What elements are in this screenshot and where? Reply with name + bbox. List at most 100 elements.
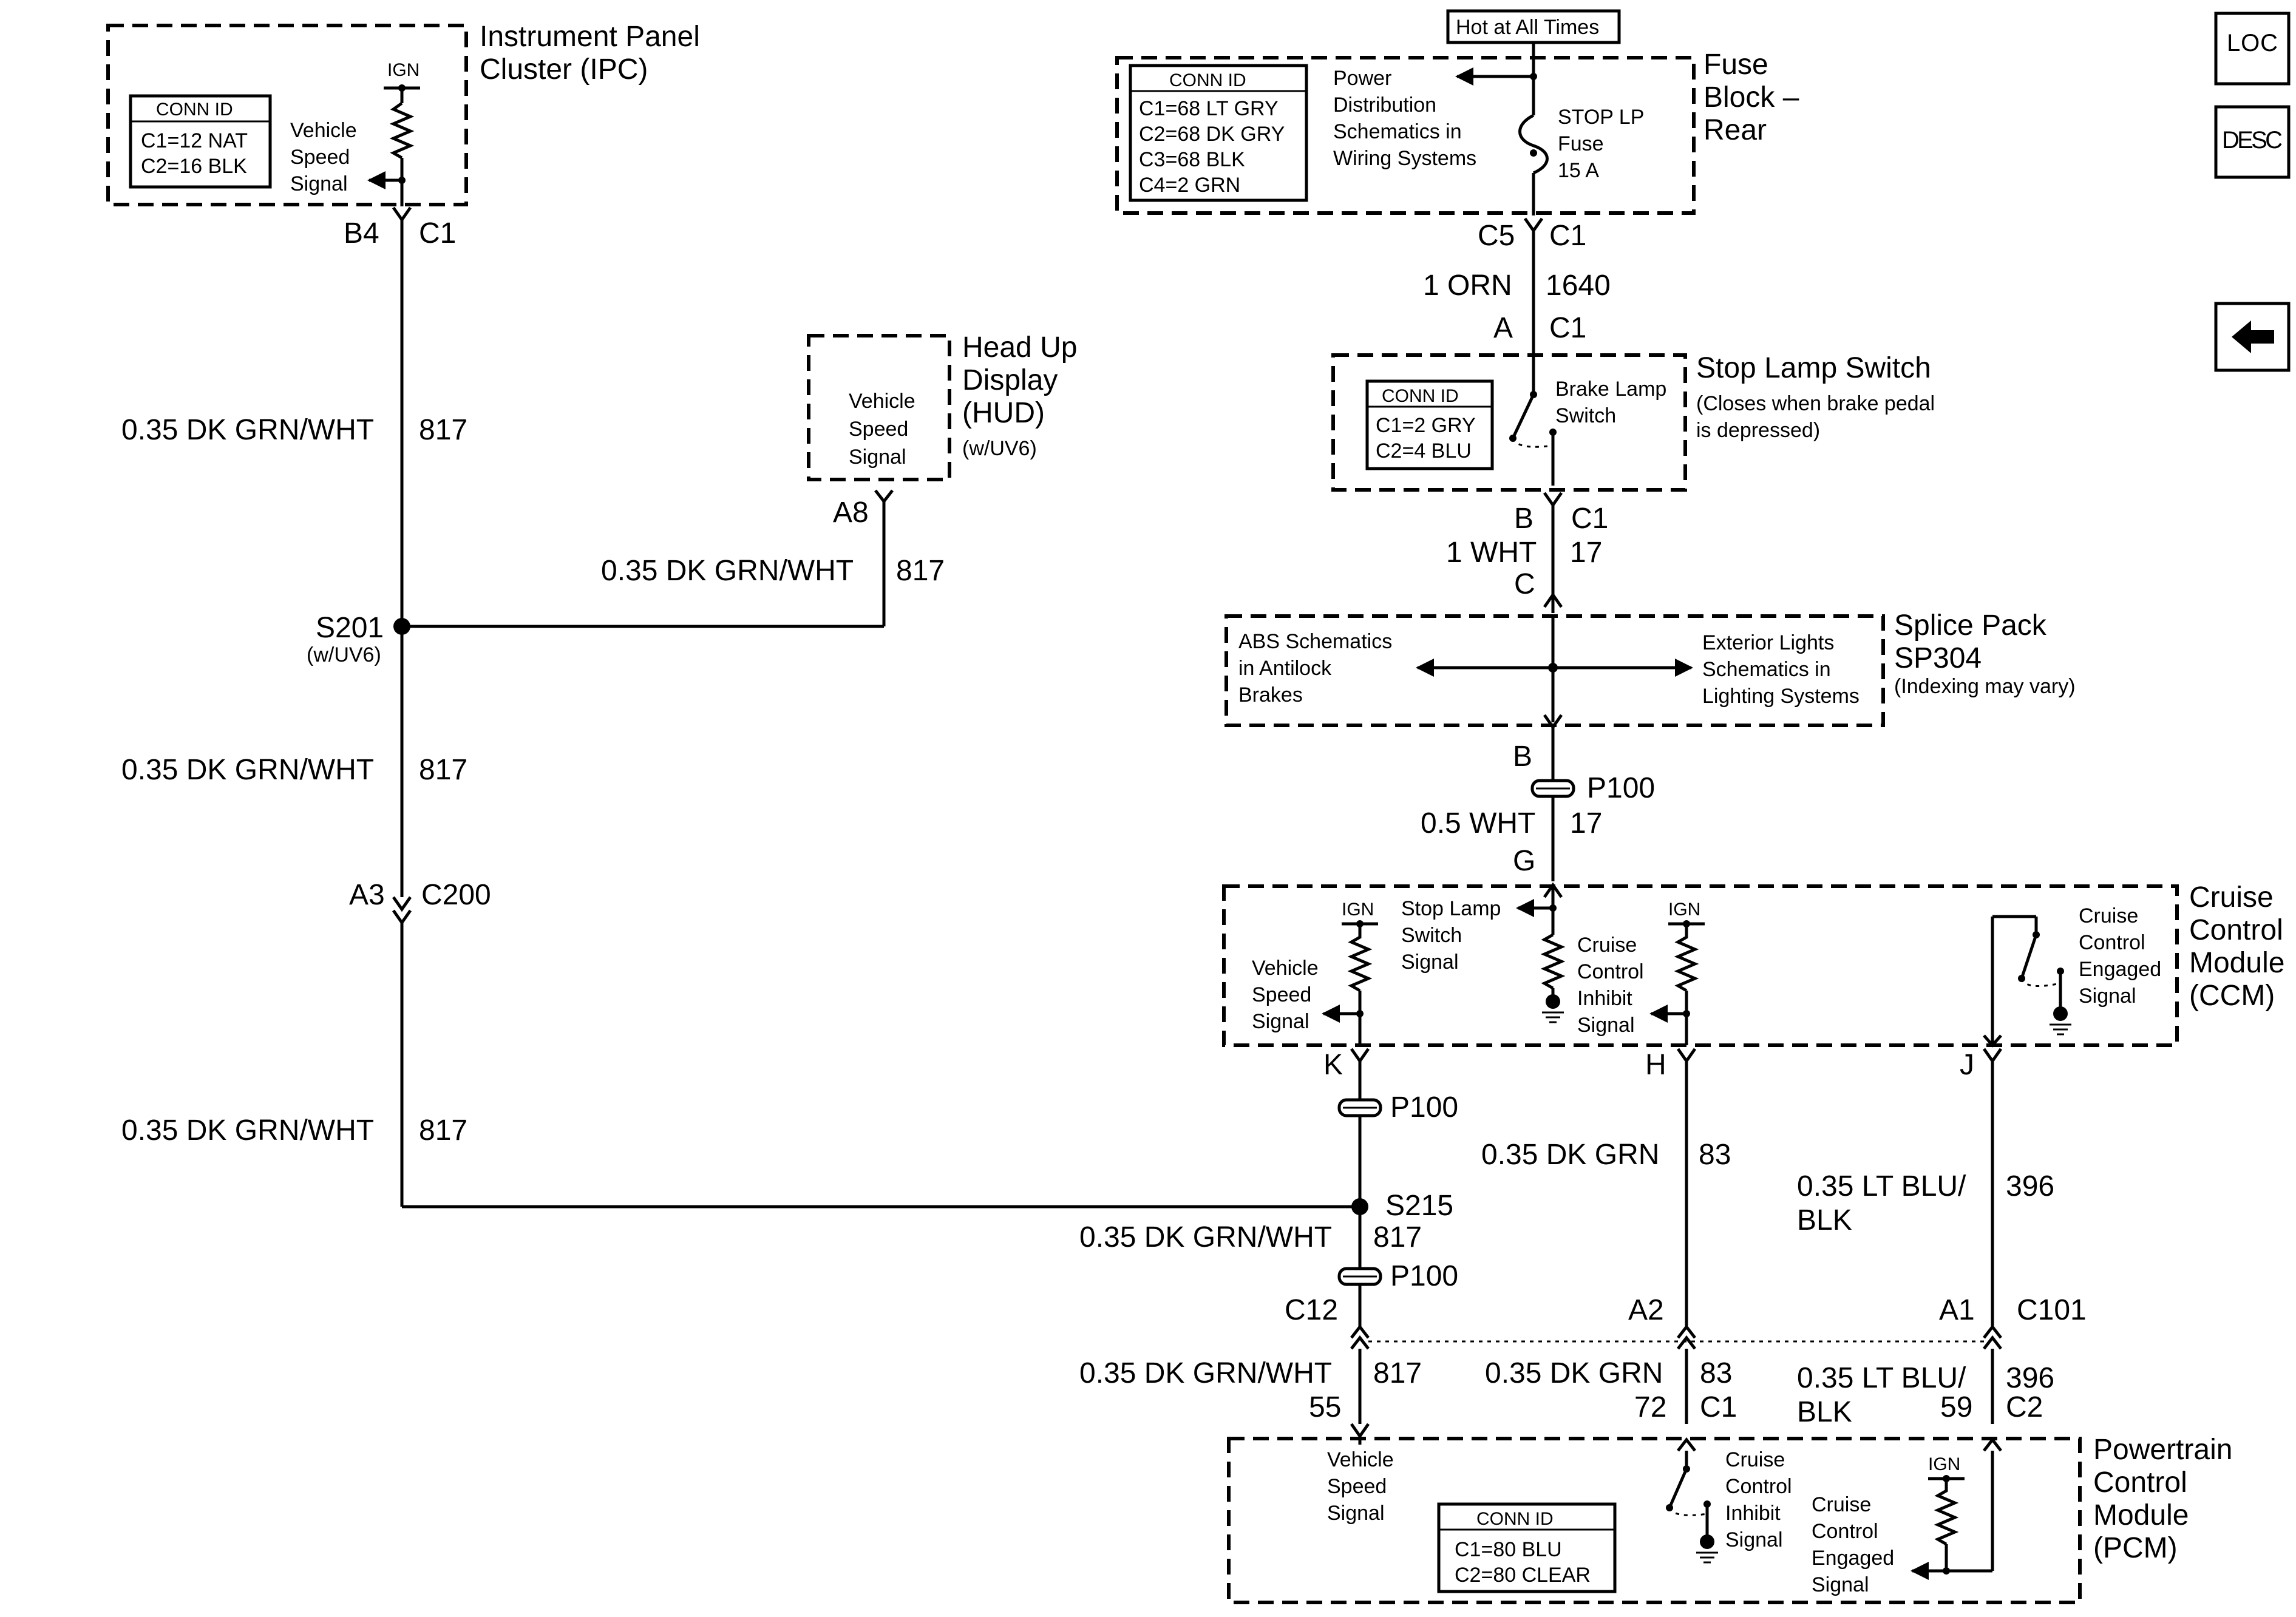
p100-connector-lower xyxy=(1337,1267,1382,1286)
pcm-cci-line2: Control xyxy=(1725,1475,1792,1498)
back-button[interactable] xyxy=(2214,302,2291,372)
abs-ref-line2: in Antilock xyxy=(1238,657,1332,680)
wire-83-pcm-circuit: 83 xyxy=(1700,1357,1732,1389)
pcm-conn-c1: C1=80 BLU xyxy=(1455,1538,1562,1561)
pd-schematic-ref-line2: Distribution xyxy=(1333,93,1436,117)
splice-s215 xyxy=(1351,1198,1368,1215)
fuse-block-title-line3: Rear xyxy=(1703,114,1767,146)
wire-817-d-gauge: 0.35 DK GRN/WHT xyxy=(1079,1221,1332,1253)
sls-switch-label-line1: Brake Lamp xyxy=(1555,378,1666,401)
sls-conn-top: C1 xyxy=(1549,312,1586,344)
ccm-ign-2: IGN xyxy=(1668,900,1700,920)
pcm-ground xyxy=(1700,1534,1714,1549)
pcm-cci-line3: Inhibit xyxy=(1725,1502,1781,1525)
ccm-vss-line3: Signal xyxy=(1252,1010,1309,1033)
wire-817-hud-gauge: 0.35 DK GRN/WHT xyxy=(601,555,854,587)
ccm-pin-h: H xyxy=(1645,1049,1666,1081)
pcm-cce-line2: Control xyxy=(1812,1520,1878,1543)
stop-lp-fuse xyxy=(1518,114,1549,175)
wire-817-a-gauge: 0.35 DK GRN/WHT xyxy=(121,414,374,446)
fuse-block-conn-id: CONN ID C1=68 LT GRY C2=68 DK GRY C3=68 … xyxy=(1129,64,1308,202)
pcm-title-line3: Module xyxy=(2093,1499,2189,1531)
abs-ref-line1: ABS Schematics xyxy=(1238,630,1392,653)
c101-a2-symbol xyxy=(1677,1324,1696,1350)
ccm-engaged-switch-contact xyxy=(2020,934,2038,979)
wire-396-pcm-gauge-line1: 0.35 LT BLU/ xyxy=(1797,1362,1966,1394)
ccm-cce-line2: Control xyxy=(2079,931,2145,954)
c101-a1-symbol xyxy=(1983,1324,2002,1350)
desc-button[interactable]: DESC xyxy=(2214,105,2291,179)
ccm-cci-line4: Signal xyxy=(1577,1014,1635,1037)
ccm-vss-resistor xyxy=(1347,924,1373,992)
wire-83-upper-gauge: 0.35 DK GRN xyxy=(1481,1139,1659,1171)
wire-17-lower-connector: P100 xyxy=(1587,772,1655,804)
ipc-module: Instrument Panel Cluster (IPC) CONN ID C… xyxy=(106,21,700,206)
sls-conn-id-title: CONN ID xyxy=(1382,386,1459,406)
c200-conn: C200 xyxy=(421,879,491,911)
ipc-resistor xyxy=(389,101,415,160)
sls-note-line2: is depressed) xyxy=(1696,419,1820,442)
fuse-block-title-line2: Block – xyxy=(1703,81,1799,114)
splice-pack-in-symbol xyxy=(1543,592,1563,608)
ipc-conn-c1: C1=12 NAT xyxy=(141,129,248,152)
fuse-block-conn: C1 xyxy=(1549,220,1586,252)
ipc-connector-symbol xyxy=(392,206,412,223)
ipc-signal-line3: Signal xyxy=(290,172,348,195)
fuse-label-line1: STOP LP xyxy=(1558,106,1644,129)
ipc-signal-line1: Vehicle xyxy=(290,119,357,142)
fuse-block-conn-id-title: CONN ID xyxy=(1169,70,1246,90)
ccm-h-connector-symbol xyxy=(1676,1048,1697,1064)
pcm-vss-line3: Signal xyxy=(1327,1502,1385,1525)
ccm-cce-line1: Cruise xyxy=(2079,904,2138,927)
ccm-pin-j: J xyxy=(1960,1049,1974,1081)
sls-conn-id: CONN ID C1=2 GRY C2=4 BLU xyxy=(1365,379,1494,470)
p100-k-label: P100 xyxy=(1390,1091,1458,1124)
c101-pin-c12: C12 xyxy=(1285,1294,1338,1326)
wire-817-pcm-circuit: 817 xyxy=(1373,1357,1422,1389)
sls-conn-c2: C2=4 BLU xyxy=(1376,439,1472,463)
ccm-title-line1: Cruise xyxy=(2189,881,2274,914)
ipc-signal-line2: Speed xyxy=(290,146,350,169)
wire-817-pcm-gauge: 0.35 DK GRN/WHT xyxy=(1079,1357,1332,1389)
hot-at-all-times-label: Hot at All Times xyxy=(1456,16,1599,39)
splice-pack-title-line1: Splice Pack xyxy=(1894,609,2047,642)
p100-connector-k xyxy=(1337,1098,1382,1117)
wire-17-upper-pin: C xyxy=(1514,568,1535,600)
splice-pack-note: (Indexing may vary) xyxy=(1894,675,2076,698)
pcm-55-symbol xyxy=(1350,1423,1370,1439)
wire-83-pcm-gauge: 0.35 DK GRN xyxy=(1485,1357,1663,1389)
ipc-conn: C1 xyxy=(419,217,456,249)
splice-pack-sp304: Splice Pack SP304 (Indexing may vary) AB… xyxy=(1224,609,2076,727)
wire-396-upper-gauge-line2: BLK xyxy=(1797,1204,1852,1236)
ccm-h-resistor xyxy=(1674,924,1699,992)
sls-connector-symbol xyxy=(1543,492,1563,508)
c101-pin-a1: A1 xyxy=(1939,1294,1975,1326)
wire-817-c-gauge: 0.35 DK GRN/WHT xyxy=(121,1114,374,1147)
wire-17-upper-circuit: 17 xyxy=(1570,537,1602,569)
hot-at-all-times-box: Hot at All Times xyxy=(1446,9,1621,44)
pcm-cce-line1: Cruise xyxy=(1812,1493,1871,1516)
sls-conn-c1: C1=2 GRY xyxy=(1376,414,1476,437)
pcm-engaged-resistor xyxy=(1934,1479,1959,1546)
splice-pack-title-line2: SP304 xyxy=(1894,642,1982,674)
wire-817-b-gauge: 0.35 DK GRN/WHT xyxy=(121,754,374,786)
pcm-cci-line4: Signal xyxy=(1725,1528,1783,1551)
ext-lights-ref-line3: Lighting Systems xyxy=(1702,685,1860,708)
sls-switch-label-line2: Switch xyxy=(1555,404,1616,427)
wire-17-upper-gauge: 1 WHT xyxy=(1446,537,1537,569)
stop-lamp-switch-module: Stop Lamp Switch (Closes when brake peda… xyxy=(1331,352,1935,492)
pcm-ign-label: IGN xyxy=(1928,1454,1960,1474)
ext-lights-ref-line2: Schematics in xyxy=(1702,658,1831,681)
fuse-block-connector-symbol xyxy=(1523,217,1544,234)
ipc-conn-id-title: CONN ID xyxy=(156,100,233,120)
pcm-title-line2: Control xyxy=(2093,1466,2187,1499)
loc-button[interactable]: LOC xyxy=(2214,12,2291,86)
wire-396-pcm-gauge-line2: BLK xyxy=(1797,1396,1852,1428)
hud-signal-line3: Signal xyxy=(849,446,906,469)
pcm-conn-id-title: CONN ID xyxy=(1476,1509,1554,1529)
wire-817-c-circuit: 817 xyxy=(419,1114,467,1147)
wire-817-b-circuit: 817 xyxy=(419,754,467,786)
ipc-conn-id: CONN ID C1=12 NAT C2=16 BLK xyxy=(129,94,272,189)
pcm-title-line4: (PCM) xyxy=(2093,1532,2178,1564)
c101-pin-a2: A2 xyxy=(1628,1294,1664,1326)
